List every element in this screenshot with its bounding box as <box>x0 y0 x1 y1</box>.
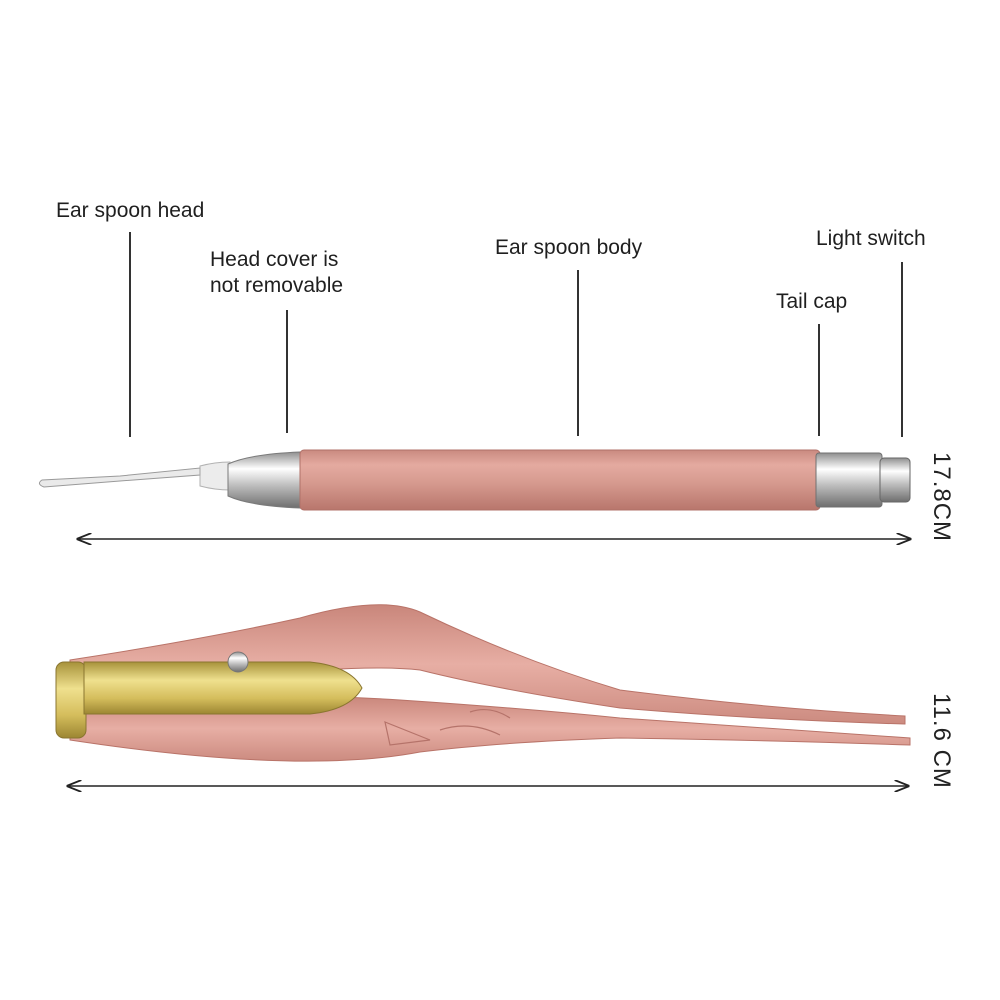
tweezers-upper-arm <box>69 604 906 725</box>
label-ear-spoon-body: Ear spoon body <box>495 236 643 259</box>
dimension-tweezers-length: 11.6 CM <box>928 693 955 789</box>
leader-light-switch <box>901 262 903 437</box>
tweezers-grip-pattern <box>384 708 511 746</box>
leader-tail-cap <box>818 324 820 436</box>
tail-cap <box>815 452 883 508</box>
label-light-switch: Light switch <box>816 227 926 250</box>
leader-head-cover <box>286 310 288 433</box>
light-switch <box>879 457 911 503</box>
ear-spoon-hook <box>38 461 231 491</box>
head-cover <box>227 451 301 509</box>
label-head-cover: Head cover is not removable <box>210 248 344 297</box>
dimension-ear-spoon-length: 17.8CM <box>928 452 955 543</box>
leader-ear-spoon-head <box>129 232 131 437</box>
tweezers-light-housing <box>55 651 363 739</box>
label-tail-cap: Tail cap <box>776 290 848 313</box>
label-ear-spoon-head: Ear spoon head <box>56 199 205 222</box>
ear-spoon-body <box>299 449 821 511</box>
leader-ear-spoon-body <box>577 270 579 436</box>
